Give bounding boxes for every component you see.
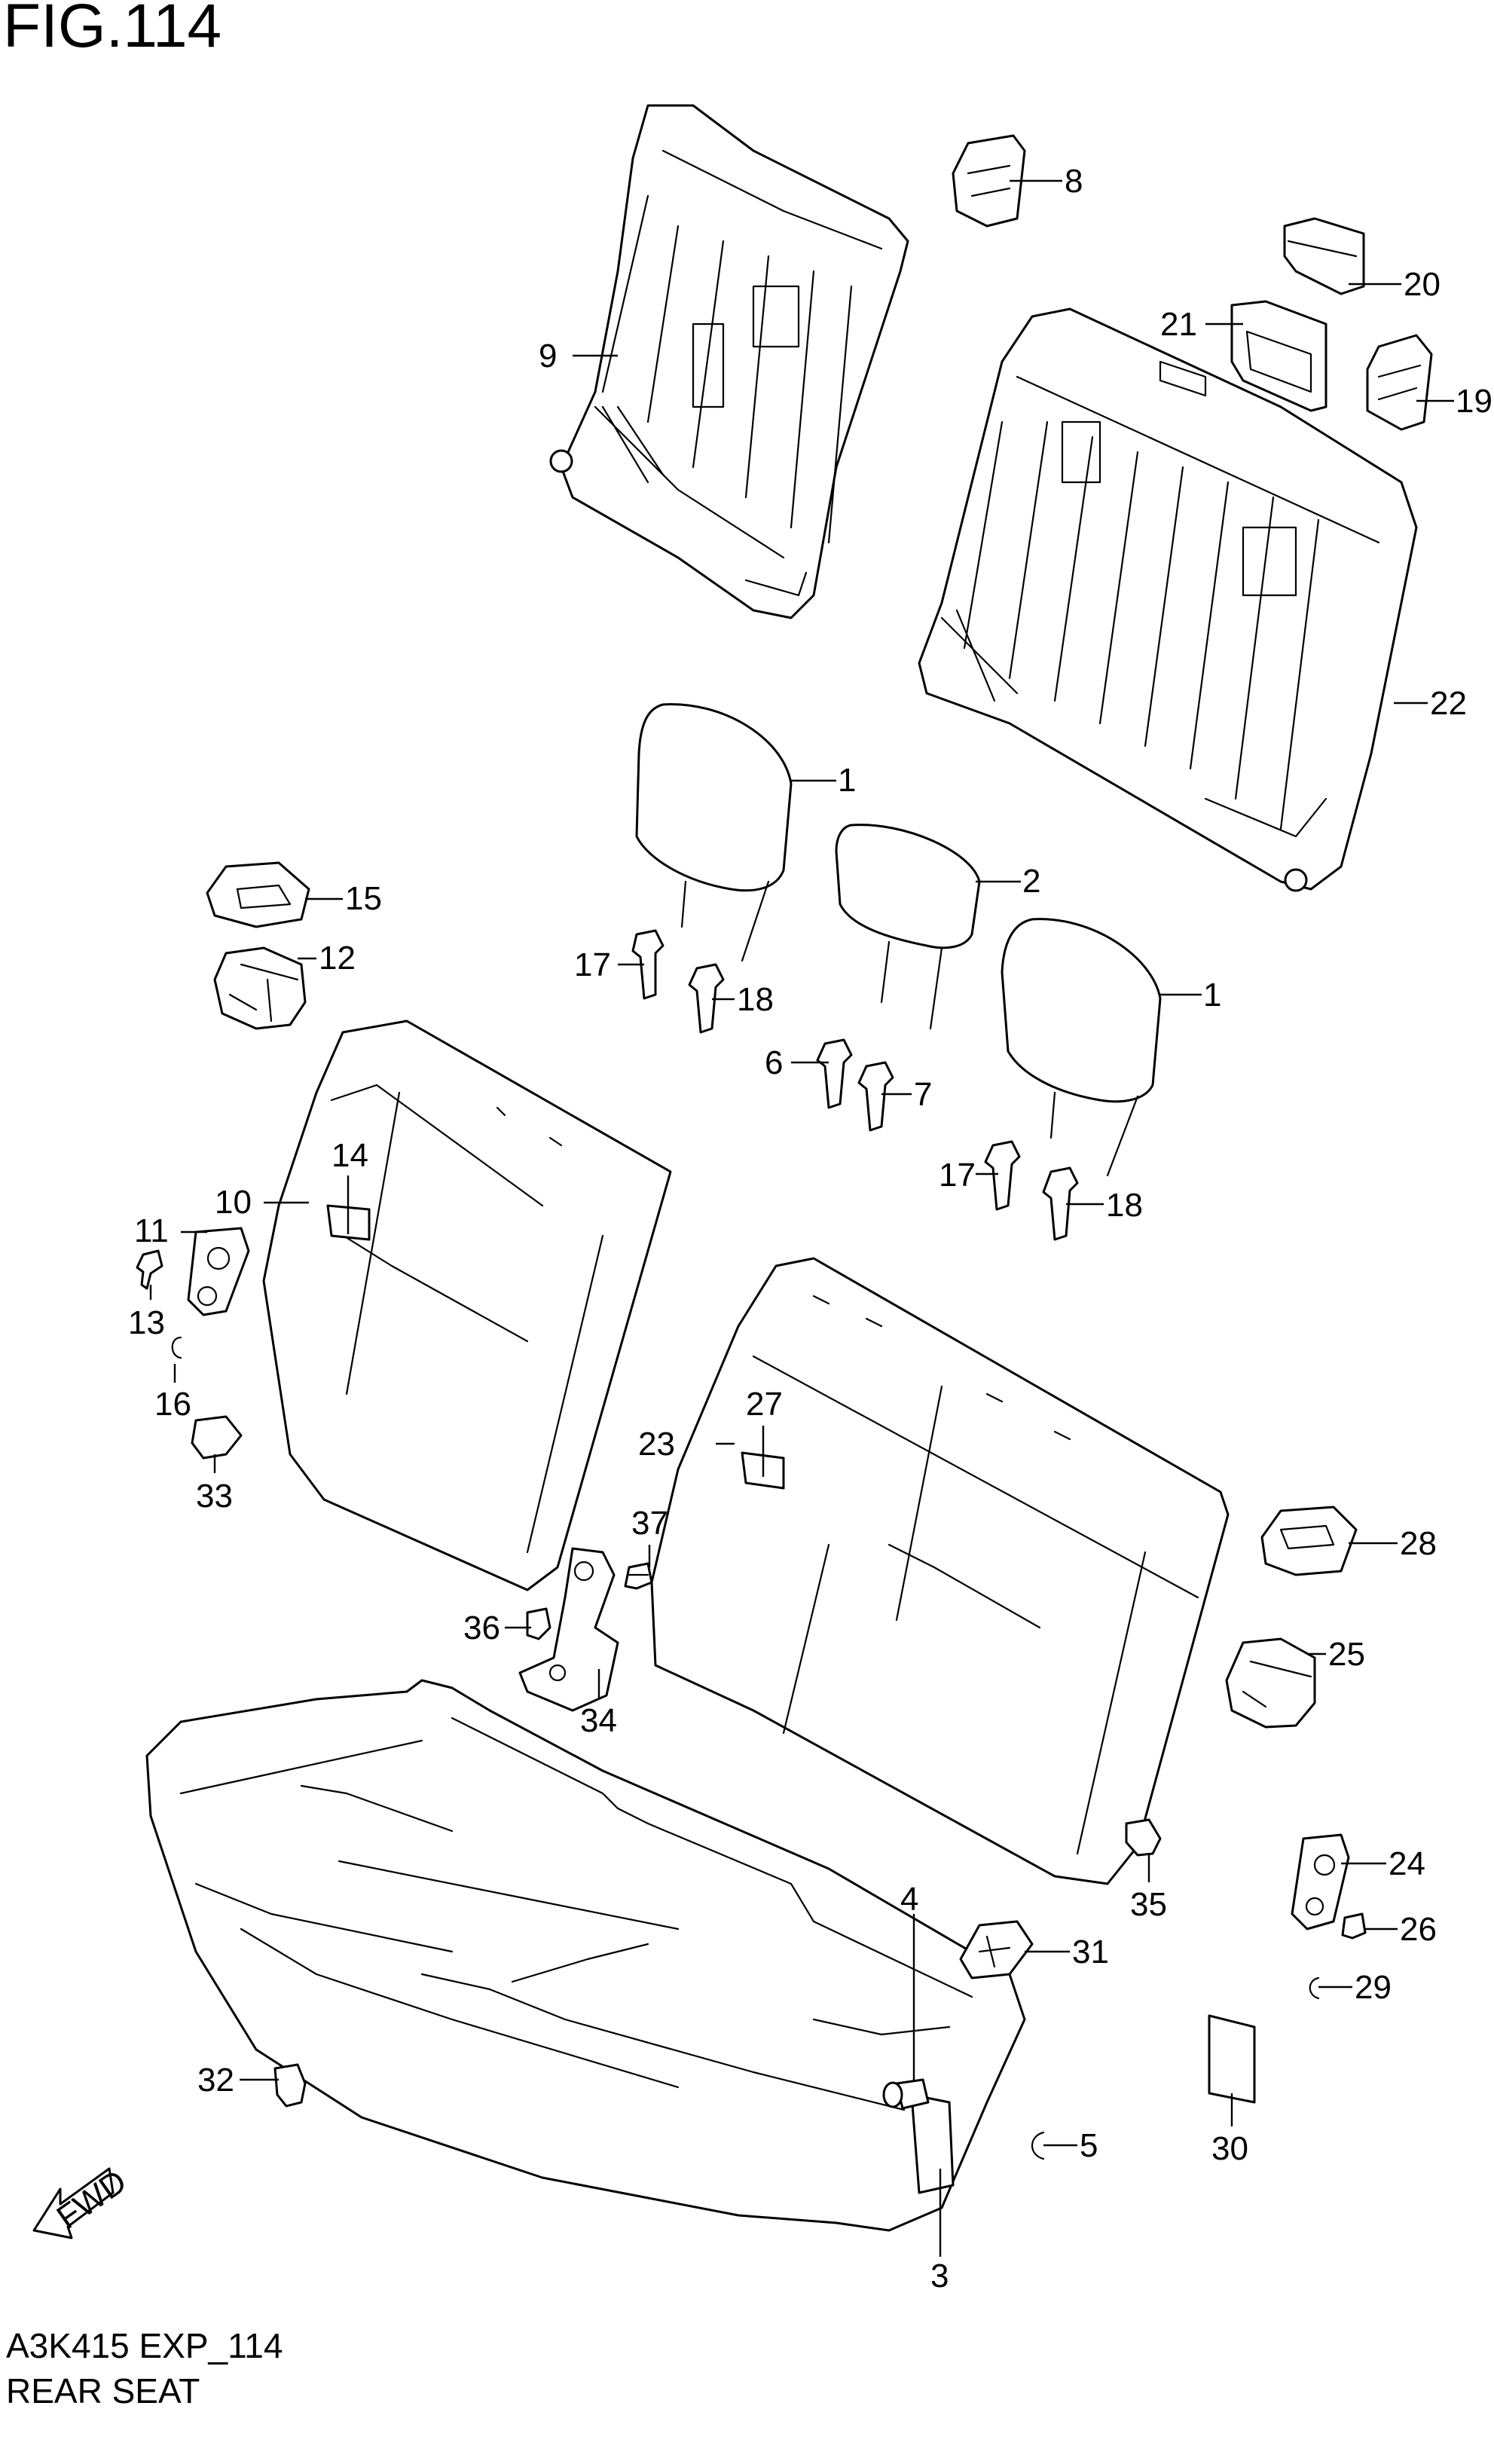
- callout-3: 3: [930, 2258, 949, 2294]
- seat-lock-12: [213, 946, 307, 1030]
- callout-37: 37: [631, 1505, 668, 1542]
- cap-33: [191, 1415, 243, 1460]
- callout-6: 6: [765, 1044, 783, 1081]
- headrest-guide-6: [816, 1038, 853, 1109]
- figure-title: FIG.114: [3, 0, 222, 60]
- headrest-guide-17-left: [631, 929, 665, 1000]
- callout-21: 21: [1160, 306, 1197, 343]
- bracket-31: [959, 1920, 1034, 1979]
- callout-28: 28: [1400, 1525, 1437, 1562]
- hinge-cover-20: [1283, 217, 1365, 295]
- callout-12: 12: [319, 940, 356, 977]
- lock-bracket-21: [1230, 300, 1327, 412]
- callout-10: 10: [215, 1184, 252, 1221]
- callout-4: 4: [900, 1881, 918, 1918]
- clip-32: [273, 2063, 307, 2108]
- callout-16: 16: [154, 1386, 191, 1423]
- bracket-34: [518, 1547, 619, 1712]
- callout-8: 8: [1065, 163, 1083, 200]
- headrest-guide-18-left: [688, 963, 725, 1034]
- label-30: [1208, 2014, 1256, 2104]
- callout-33: 33: [196, 1478, 233, 1515]
- seat-back-cushion-23: [650, 1257, 1230, 1885]
- callout-25: 25: [1328, 1636, 1365, 1673]
- callout-32: 32: [197, 2062, 234, 2099]
- cover-19: [1366, 334, 1433, 431]
- headrest-guide-7: [857, 1061, 894, 1132]
- callout-19: 19: [1456, 383, 1492, 420]
- headrest-guide-18-right: [1042, 1166, 1079, 1241]
- drawing-code: A3K415 EXP_114: [6, 2326, 283, 2365]
- callout-18-right: 18: [1106, 1187, 1143, 1224]
- callout-7: 7: [914, 1076, 932, 1113]
- headrest-2-center: [835, 824, 981, 1030]
- seat-lock-25: [1225, 1637, 1316, 1729]
- hinge-24: [1291, 1833, 1350, 1931]
- callout-14: 14: [331, 1137, 368, 1174]
- callout-5: 5: [1080, 2127, 1098, 2164]
- callout-1-right: 1: [1203, 977, 1221, 1013]
- trim-cover-15: [206, 861, 310, 928]
- callout-9: 9: [539, 338, 557, 374]
- callout-1-left: 1: [838, 762, 856, 799]
- cover-35: [1125, 1818, 1162, 1857]
- callout-24: 24: [1389, 1845, 1425, 1882]
- headrest-1-left: [635, 703, 793, 962]
- seat-back-cushion-10: [262, 1020, 672, 1591]
- callout-18-left: 18: [737, 981, 774, 1018]
- callout-17-left: 17: [574, 946, 611, 983]
- callout-13: 13: [128, 1304, 165, 1341]
- callout-15: 15: [345, 880, 382, 917]
- bolt-37: [624, 1562, 653, 1590]
- callout-23: 23: [638, 1426, 675, 1463]
- callout-22: 22: [1430, 685, 1467, 722]
- clip-16: [171, 1336, 182, 1359]
- seat-back-frame-left: [549, 104, 909, 619]
- drawing-name: REAR SEAT: [6, 2371, 200, 2411]
- callout-2: 2: [1022, 863, 1040, 900]
- seat-back-frame-right: [918, 307, 1418, 892]
- seat-back-cover-8: [952, 134, 1026, 228]
- fwd-arrow-icon: FWD: [32, 2163, 133, 2239]
- callout-11: 11: [134, 1212, 169, 1249]
- hinge-11: [187, 1227, 250, 1316]
- callout-30: 30: [1211, 2130, 1248, 2167]
- bolt-26: [1341, 1912, 1367, 1940]
- clip-5: [1031, 2131, 1045, 2160]
- bolt-13: [136, 1249, 163, 1290]
- callout-29: 29: [1355, 1969, 1392, 2006]
- headrest-guide-17-right: [984, 1140, 1021, 1211]
- pipe-4: [882, 2078, 930, 2110]
- seat-cushion-3: [145, 1679, 1026, 2232]
- nut-36: [526, 1607, 551, 1640]
- headrest-1-right: [1001, 918, 1162, 1177]
- callout-34: 34: [580, 1702, 617, 1739]
- callout-31: 31: [1072, 1934, 1109, 1970]
- clip-29: [1309, 1976, 1320, 2000]
- trim-cover-28: [1260, 1506, 1358, 1576]
- seat-cushion-hook-3: [910, 2093, 955, 2194]
- callout-27: 27: [746, 1386, 783, 1423]
- callout-20: 20: [1404, 266, 1441, 303]
- callout-36: 36: [463, 1610, 500, 1646]
- callout-35: 35: [1130, 1886, 1167, 1923]
- callout-26: 26: [1400, 1911, 1437, 1948]
- callout-17-right: 17: [939, 1157, 976, 1194]
